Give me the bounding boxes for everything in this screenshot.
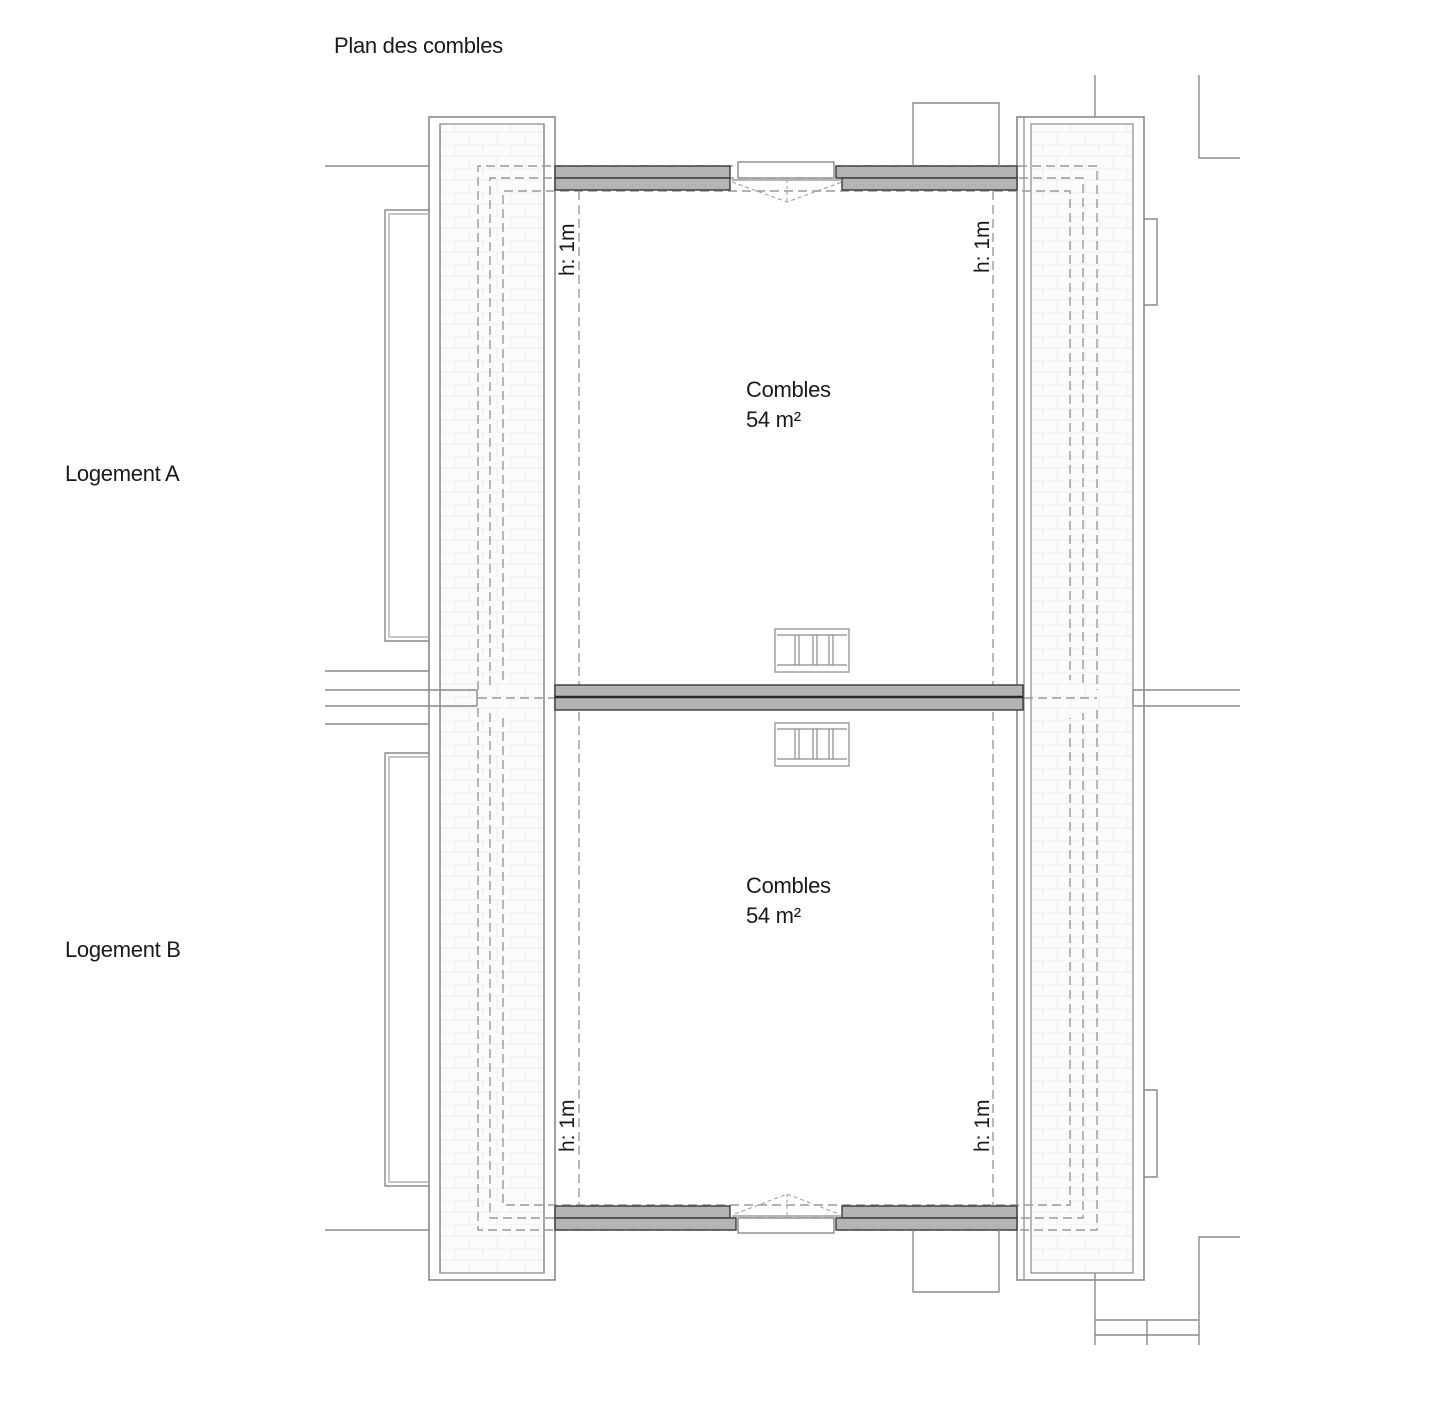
height-mark-top-left: h: 1m — [556, 223, 579, 276]
height-mark-bottom-left: h: 1m — [556, 1099, 579, 1152]
height-mark-bottom-right: h: 1m — [971, 1099, 994, 1152]
roof-hatch-top — [774, 628, 850, 673]
bottom-window — [732, 1193, 842, 1234]
top-window — [731, 161, 843, 203]
room-area: 54 m² — [746, 407, 801, 432]
room-label-bottom: Combles 54 m² — [746, 871, 831, 931]
right-context-lines — [912, 75, 1240, 1345]
room-area: 54 m² — [746, 903, 801, 928]
top-gable-wall — [554, 165, 1018, 191]
room-name: Combles — [746, 873, 831, 898]
height-mark-top-right: h: 1m — [971, 220, 994, 273]
room-label-top: Combles 54 m² — [746, 375, 831, 435]
left-context-lines — [325, 165, 478, 1231]
central-party-wall — [554, 684, 1024, 711]
unit-label-b: Logement B — [65, 937, 181, 962]
unit-label-a: Logement A — [65, 461, 180, 486]
plan-title: Plan des combles — [334, 33, 503, 58]
room-name: Combles — [746, 377, 831, 402]
roof-hatch-bottom — [774, 722, 850, 767]
bottom-gable-wall — [554, 1205, 1018, 1231]
